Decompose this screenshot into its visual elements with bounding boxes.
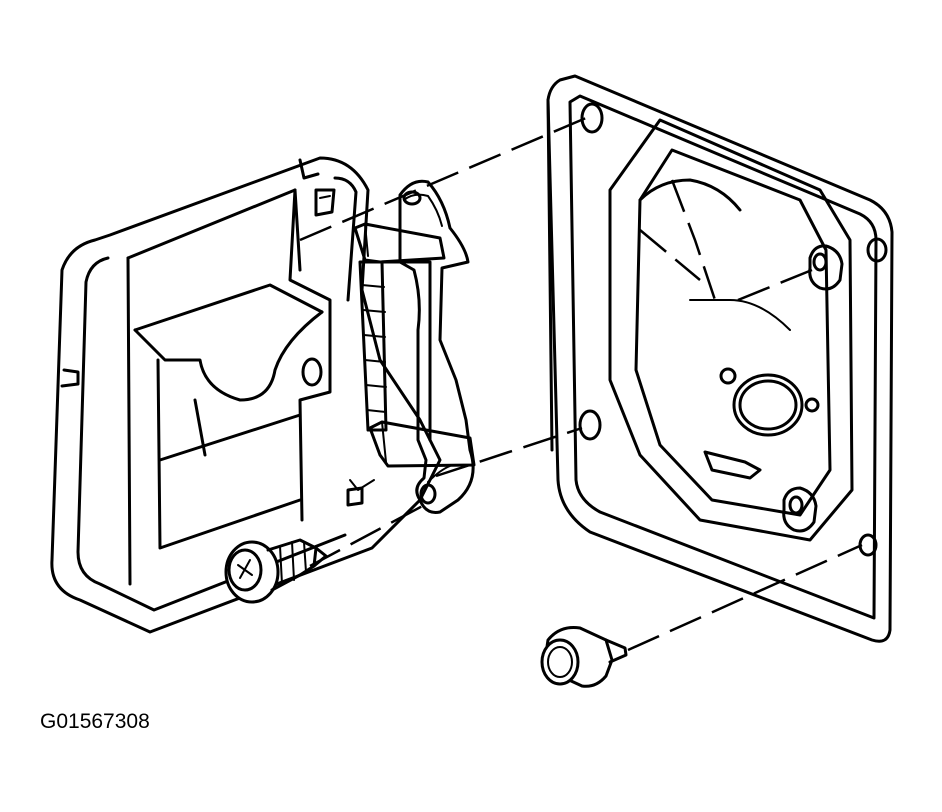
assembly-line-upper bbox=[299, 116, 587, 242]
assembly-line-lower bbox=[435, 426, 583, 478]
fuel-door-panel-icon bbox=[50, 156, 442, 634]
housing-icon bbox=[546, 74, 894, 643]
assembly-lines bbox=[299, 116, 863, 652]
assembly-line-bumper bbox=[627, 543, 863, 652]
figure-id-label: G01567308 bbox=[40, 710, 150, 733]
assembly-line-screw bbox=[309, 500, 431, 568]
hinge-icon bbox=[353, 179, 476, 514]
bumper-stop-icon bbox=[540, 626, 628, 688]
screw-icon bbox=[224, 538, 328, 604]
assembly-line-grommet bbox=[737, 268, 813, 302]
